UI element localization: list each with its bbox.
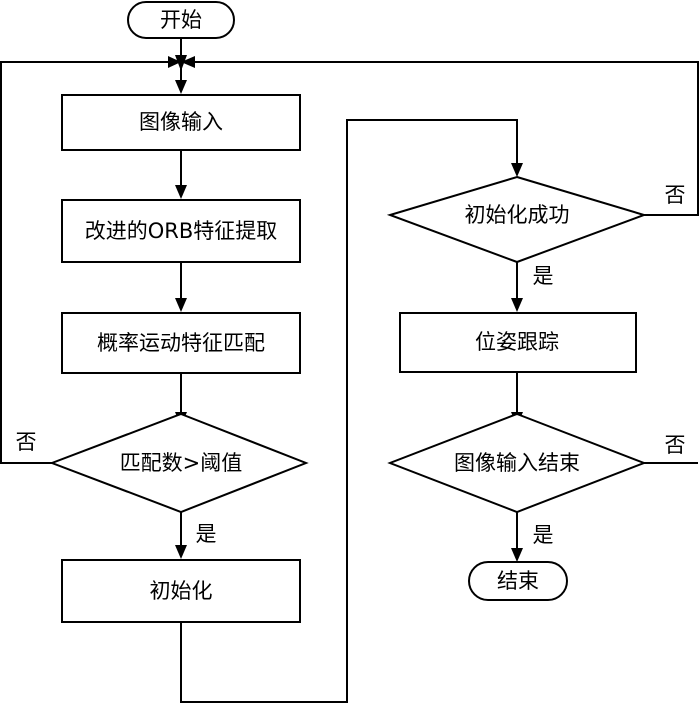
input-end-decision: 图像输入结束 — [387, 412, 647, 514]
arrowhead-down — [175, 545, 187, 559]
arrowhead-left — [181, 56, 195, 68]
orb-extract-step: 改进的ORB特征提取 — [61, 199, 301, 263]
input-end-label: 图像输入结束 — [454, 451, 580, 475]
arrowhead-down — [511, 548, 523, 562]
init-success-decision: 初始化成功 — [386, 175, 648, 264]
initialize-label: 初始化 — [150, 579, 213, 603]
arrowhead-down — [175, 55, 187, 71]
connectors — [0, 38, 699, 703]
init-no-label: 否 — [665, 183, 686, 207]
arrowhead-down — [175, 298, 187, 312]
orb-extract-label: 改进的ORB特征提取 — [85, 219, 278, 243]
arrowheads — [168, 55, 523, 562]
start-terminal: 开始 — [127, 1, 235, 39]
arrowhead-down — [175, 80, 187, 94]
pose-tracking-step: 位姿跟踪 — [399, 312, 637, 373]
init-success-label: 初始化成功 — [465, 203, 570, 227]
match-threshold-decision: 匹配数>阈值 — [49, 412, 309, 514]
input-end-no-label: 否 — [665, 433, 686, 457]
input-end-yes-label: 是 — [533, 523, 554, 547]
arrowhead-down — [175, 185, 187, 199]
image-input-label: 图像输入 — [139, 110, 223, 134]
prob-match-label: 概率运动特征匹配 — [97, 331, 265, 355]
arrowhead-right — [168, 56, 181, 68]
image-input-step: 图像输入 — [61, 94, 301, 151]
match-threshold-label: 匹配数>阈值 — [120, 451, 243, 475]
end-label: 结束 — [497, 569, 539, 593]
arrowhead-down — [511, 163, 523, 177]
initialize-step: 初始化 — [61, 559, 301, 623]
edge-initialize-to-init-success — [180, 119, 518, 703]
match-no-label: 否 — [16, 430, 37, 454]
edge-init-success-no-loop — [194, 61, 699, 216]
start-label: 开始 — [160, 8, 202, 32]
pose-tracking-label: 位姿跟踪 — [475, 330, 559, 354]
edge-decision-no-loop — [0, 61, 169, 464]
prob-match-step: 概率运动特征匹配 — [61, 312, 301, 374]
match-yes-label: 是 — [196, 522, 217, 546]
arrowhead-down — [511, 298, 523, 312]
init-yes-label: 是 — [533, 264, 554, 288]
end-terminal: 结束 — [468, 561, 568, 601]
